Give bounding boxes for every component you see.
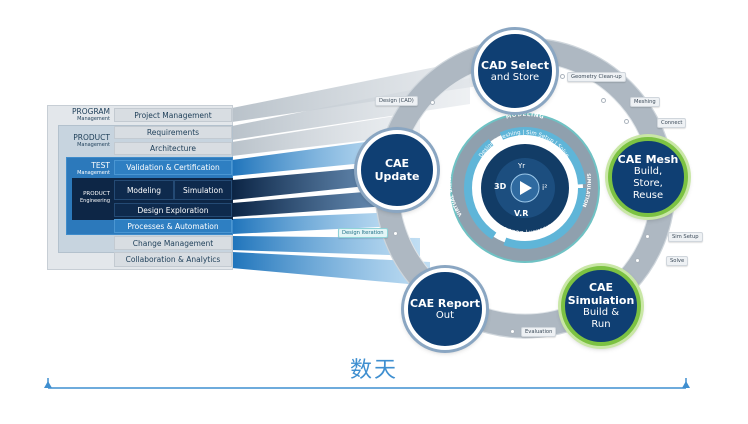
ring-dot: [645, 234, 650, 239]
bar-requirements: Requirements: [114, 126, 232, 139]
ring-dot: [393, 231, 398, 236]
bar-change-management: Change Management: [114, 236, 232, 250]
simulation-arc-text: SIMULATION: [581, 173, 592, 208]
tag-solve[interactable]: Solve: [666, 256, 689, 266]
svg-text:SIMULATION: SIMULATION: [581, 173, 592, 208]
bar-collaboration-analytics: Collaboration & Analytics: [114, 252, 232, 267]
svg-text:MODELING: MODELING: [505, 112, 544, 121]
tag-sim-setup[interactable]: Sim Setup: [668, 232, 703, 242]
hub-label-vr: V.R: [514, 209, 529, 218]
play-icon: [520, 181, 532, 195]
tag-design-iteration[interactable]: Design Iteration: [338, 228, 388, 238]
timeline-label: 数天: [349, 358, 398, 383]
tag-meshing[interactable]: Meshing: [630, 97, 660, 107]
tag-connect[interactable]: Connect: [657, 118, 687, 128]
bar-project-management: Project Management: [114, 108, 232, 122]
bar-processes-automation: Processes & Automation: [114, 219, 232, 233]
hub-label-i: i²: [542, 183, 548, 192]
bar-validation-certification: Validation & Certification: [114, 160, 232, 175]
test-label: TEST Management: [77, 161, 110, 176]
bar-design-exploration: Design Exploration: [114, 203, 232, 217]
bar-modeling: Modeling: [114, 180, 174, 200]
tag-evaluation[interactable]: Evaluation: [521, 327, 557, 337]
timeline-end-marker: [682, 381, 690, 388]
hub-label-3d: 3D: [494, 182, 507, 191]
product-management-label: PRODUCT Management: [73, 133, 110, 148]
ring-dot: [560, 74, 565, 79]
tag-geometry-cleanup[interactable]: Geometry Clean-up: [567, 72, 626, 82]
node-cae-simulation[interactable]: CAE Simulation Build & Run: [561, 266, 641, 346]
node-cae-report[interactable]: CAE Report Out: [404, 268, 486, 350]
inner-ring: [451, 114, 599, 262]
program-label: PROGRAM Management: [72, 107, 110, 122]
product-engineering-label: PRODUCT Engineering: [80, 191, 110, 204]
ring-dot: [601, 98, 606, 103]
node-cae-update[interactable]: CAE Update: [357, 130, 437, 210]
node-cae-mesh[interactable]: CAE Mesh Build, Store, Reuse: [608, 137, 688, 217]
ring-dot: [430, 100, 435, 105]
timeline-start-marker: [44, 381, 52, 388]
bar-architecture: Architecture: [114, 142, 232, 155]
modeling-arc-text: MODELING: [505, 112, 544, 121]
node-cad-select[interactable]: CAD Select and Store: [474, 30, 556, 112]
tag-design-cad[interactable]: Design (CAD): [375, 96, 418, 106]
bar-simulation: Simulation: [174, 180, 232, 200]
hub-label-yr: Yr: [518, 162, 526, 170]
ring-dot: [635, 258, 640, 263]
ring-dot: [510, 329, 515, 334]
ring-dot: [624, 119, 629, 124]
